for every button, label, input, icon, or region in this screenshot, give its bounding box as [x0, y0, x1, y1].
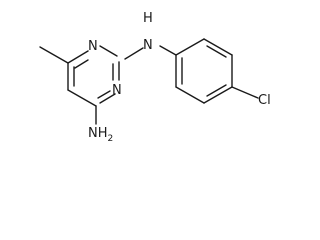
phenyl-ring [175, 38, 233, 104]
bond-ph-2 [203, 38, 233, 56]
bond-c4-n3-double [97, 90, 111, 99]
atom-nh-bridge-h: H [143, 11, 153, 26]
bond-ph-double-a [206, 45, 227, 58]
atom-chlorine: Cl [258, 93, 271, 108]
chemical-structure-diagram: N N H N NH2 Cl [39, 11, 271, 144]
bond-ph-5 [175, 86, 205, 104]
atom-amine-nh: NH [88, 126, 108, 141]
bond-ph-double-b [206, 84, 227, 97]
bond-c6-n1 [67, 50, 89, 64]
bond-c-cl [231, 86, 259, 99]
bond-ph-1 [175, 38, 205, 56]
bond-n3-c4 [99, 93, 116, 104]
atom-n-ring-top: N [88, 39, 98, 54]
bond-methyl [39, 46, 69, 64]
atom-n-ring-bottom: N [112, 83, 122, 98]
atom-amine: NH2 [88, 126, 113, 144]
bond-c2-nh [124, 47, 144, 60]
atom-nh-bridge-n: N [143, 38, 153, 53]
atom-amine-subscript: 2 [108, 134, 114, 144]
bond-c6-n1-double [74, 59, 89, 69]
bond-c4-c5 [67, 89, 97, 107]
bond-nh-phenyl [159, 45, 177, 56]
bond-n1-c2 [99, 45, 118, 57]
bond-ph-4 [203, 86, 233, 104]
pyrimidine-ring [67, 45, 120, 107]
